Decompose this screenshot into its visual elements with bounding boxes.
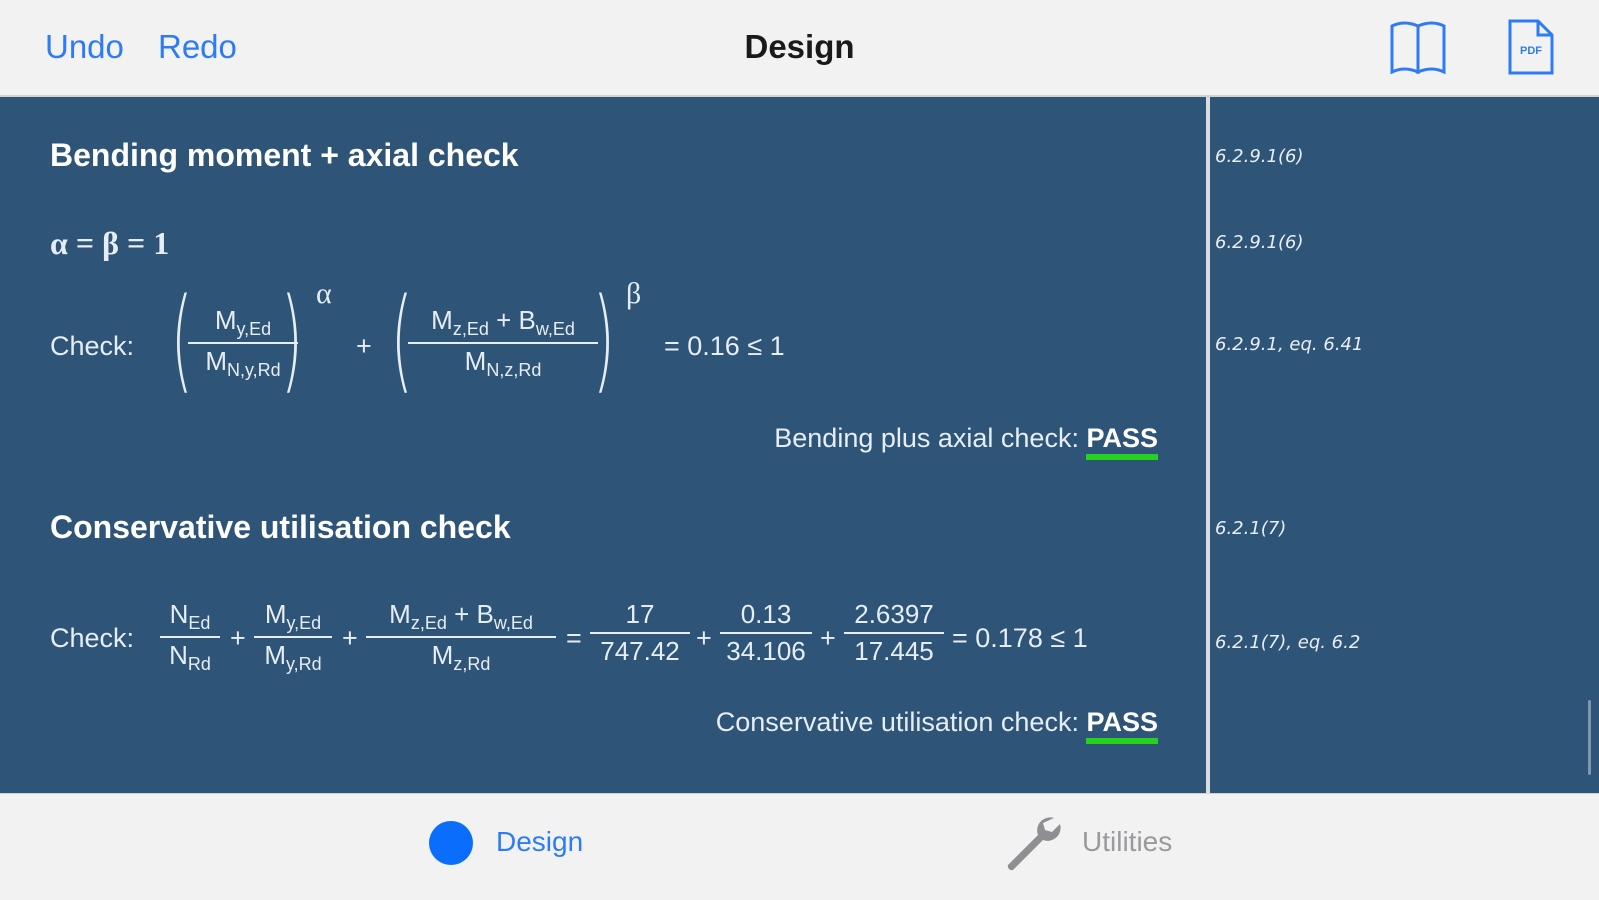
page-title: Design <box>744 28 855 65</box>
reference-sidebar <box>1210 97 1599 793</box>
plus-sign: + <box>356 331 372 361</box>
fraction-denominator: My,Rd <box>264 640 322 674</box>
clause-reference: 6.2.1(7), eq. 6.2 <box>1215 632 1361 653</box>
scroll-indicator[interactable] <box>1588 700 1591 775</box>
tab-bar: Design Utilities <box>0 793 1599 900</box>
fraction-denominator: 17.445 <box>854 636 934 666</box>
section-heading-bending: Bending moment + axial check <box>50 137 519 173</box>
fraction-denominator: 747.42 <box>600 636 680 666</box>
fraction-numerator: My,Ed <box>214 305 272 339</box>
fraction-ned-over-nrd: NEd NRd <box>160 599 220 675</box>
fraction-denominator: MN,z,Rd <box>464 346 542 380</box>
pdf-badge: PDF <box>1520 45 1542 57</box>
conservative-utilisation-result: Conservative utilisation check: PASS <box>715 707 1158 744</box>
plus-sign: + <box>230 623 246 653</box>
tab-design[interactable]: Design <box>428 812 598 872</box>
clause-reference: 6.2.9.1(6) <box>1215 232 1304 253</box>
alpha-exponent: α <box>316 277 332 310</box>
undo-button[interactable]: Undo <box>45 28 124 65</box>
fraction-mz-plus-bw-over-mzrd: Mz,Ed + Bw,Ed Mz,Rd <box>366 599 556 675</box>
fraction-denominator: 34.106 <box>726 636 806 666</box>
close-paren: ) <box>592 275 615 405</box>
tab-utilities[interactable]: Utilities <box>1000 812 1200 872</box>
status-badge: PASS <box>1086 707 1158 744</box>
open-paren: ( <box>390 275 413 405</box>
pdf-icon[interactable]: PDF <box>1506 18 1556 81</box>
book-icon[interactable] <box>1388 18 1448 81</box>
result-expression: = 0.178 ≤ 1 <box>952 623 1088 653</box>
fraction-numerator: Mz,Ed + Bw,Ed <box>431 305 575 339</box>
navigation-bar: Undo Redo Design PDF <box>0 0 1599 97</box>
beta-exponent: β <box>626 277 642 310</box>
plus-sign: + <box>342 623 358 653</box>
value-fraction-2: 0.13 34.106 <box>720 599 812 667</box>
fraction-numerator: 2.6397 <box>854 599 934 629</box>
open-paren: ( <box>170 275 193 405</box>
fraction-numerator: NEd <box>169 599 211 633</box>
result-label: Conservative utilisation check: <box>715 707 1079 737</box>
plus-sign: + <box>696 623 712 653</box>
wrench-icon <box>1007 817 1061 871</box>
plus-sign: + <box>820 623 836 653</box>
value-fraction-1: 17 747.42 <box>590 599 690 667</box>
check-label: Check: <box>50 623 135 653</box>
fraction-my-over-myrd: My,Ed My,Rd <box>254 599 332 675</box>
result-label: Bending plus axial check: <box>774 423 1079 453</box>
clause-reference: 6.2.9.1(6) <box>1215 146 1304 167</box>
result-expression: = 0.16 ≤ 1 <box>664 331 785 361</box>
redo-button[interactable]: Redo <box>158 28 237 65</box>
section-heading-conservative: Conservative utilisation check <box>50 509 511 545</box>
circle-icon <box>429 821 473 865</box>
fraction-numerator: 0.13 <box>740 599 792 629</box>
tab-label: Utilities <box>1082 826 1173 857</box>
fraction-numerator: My,Ed <box>264 599 322 633</box>
fraction-denominator: NRd <box>169 640 211 674</box>
clause-reference: 6.2.9.1, eq. 6.41 <box>1215 334 1364 355</box>
fraction-denominator: MN,y,Rd <box>205 346 281 380</box>
equals-sign: = <box>566 623 582 653</box>
panel-divider <box>1206 97 1210 793</box>
fraction-my-over-mny: My,Ed MN,y,Rd <box>188 305 298 381</box>
fraction-numerator: 17 <box>625 599 655 629</box>
design-content-panel: Bending moment + axial check α = β = 1 C… <box>0 97 1206 793</box>
tab-label: Design <box>496 826 584 857</box>
alpha-beta-equation: α = β = 1 <box>50 225 170 261</box>
status-badge: PASS <box>1086 423 1158 460</box>
value-fraction-3: 2.6397 17.445 <box>844 599 944 667</box>
fraction-numerator: Mz,Ed + Bw,Ed <box>389 599 533 633</box>
clause-reference: 6.2.1(7) <box>1215 518 1287 539</box>
bending-axial-result: Bending plus axial check: PASS <box>774 423 1158 460</box>
check-label: Check: <box>50 331 135 361</box>
close-paren: ) <box>280 275 303 405</box>
fraction-denominator: Mz,Rd <box>431 640 491 674</box>
fraction-mz-plus-bw: Mz,Ed + Bw,Ed MN,z,Rd <box>408 305 598 381</box>
